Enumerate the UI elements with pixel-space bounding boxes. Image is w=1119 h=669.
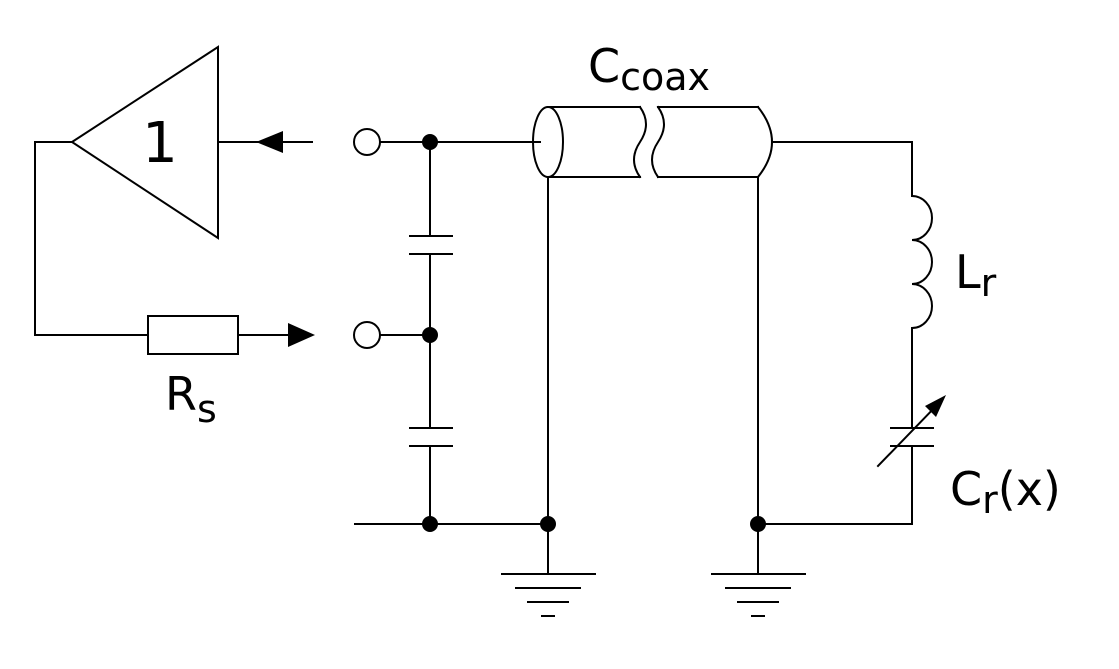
variable-capacitor-cr — [876, 327, 946, 525]
inductor-label: Lr — [955, 245, 997, 305]
resistor-label: Rs — [165, 367, 217, 431]
buffer-amplifier: 1 — [70, 45, 219, 240]
feedback-loop-wire — [34, 141, 149, 336]
right-top-wire — [771, 141, 913, 197]
terminal-top — [353, 128, 381, 156]
inductor-lr — [910, 194, 933, 330]
resistor-rs — [147, 315, 239, 355]
coax-cable — [532, 105, 773, 525]
variable-capacitor-label: Cr(x) — [950, 462, 1061, 522]
amplifier-gain-label: 1 — [142, 111, 178, 176]
ground-icon — [501, 523, 596, 617]
arrow-left-icon — [256, 131, 283, 153]
ground-icon — [711, 523, 806, 617]
junction-dot — [422, 327, 438, 343]
junction-dot — [422, 516, 438, 532]
coax-label: Ccoax — [588, 39, 710, 99]
junction-dot — [422, 134, 438, 150]
arrow-right-icon — [288, 323, 315, 347]
terminal-middle — [353, 321, 381, 349]
